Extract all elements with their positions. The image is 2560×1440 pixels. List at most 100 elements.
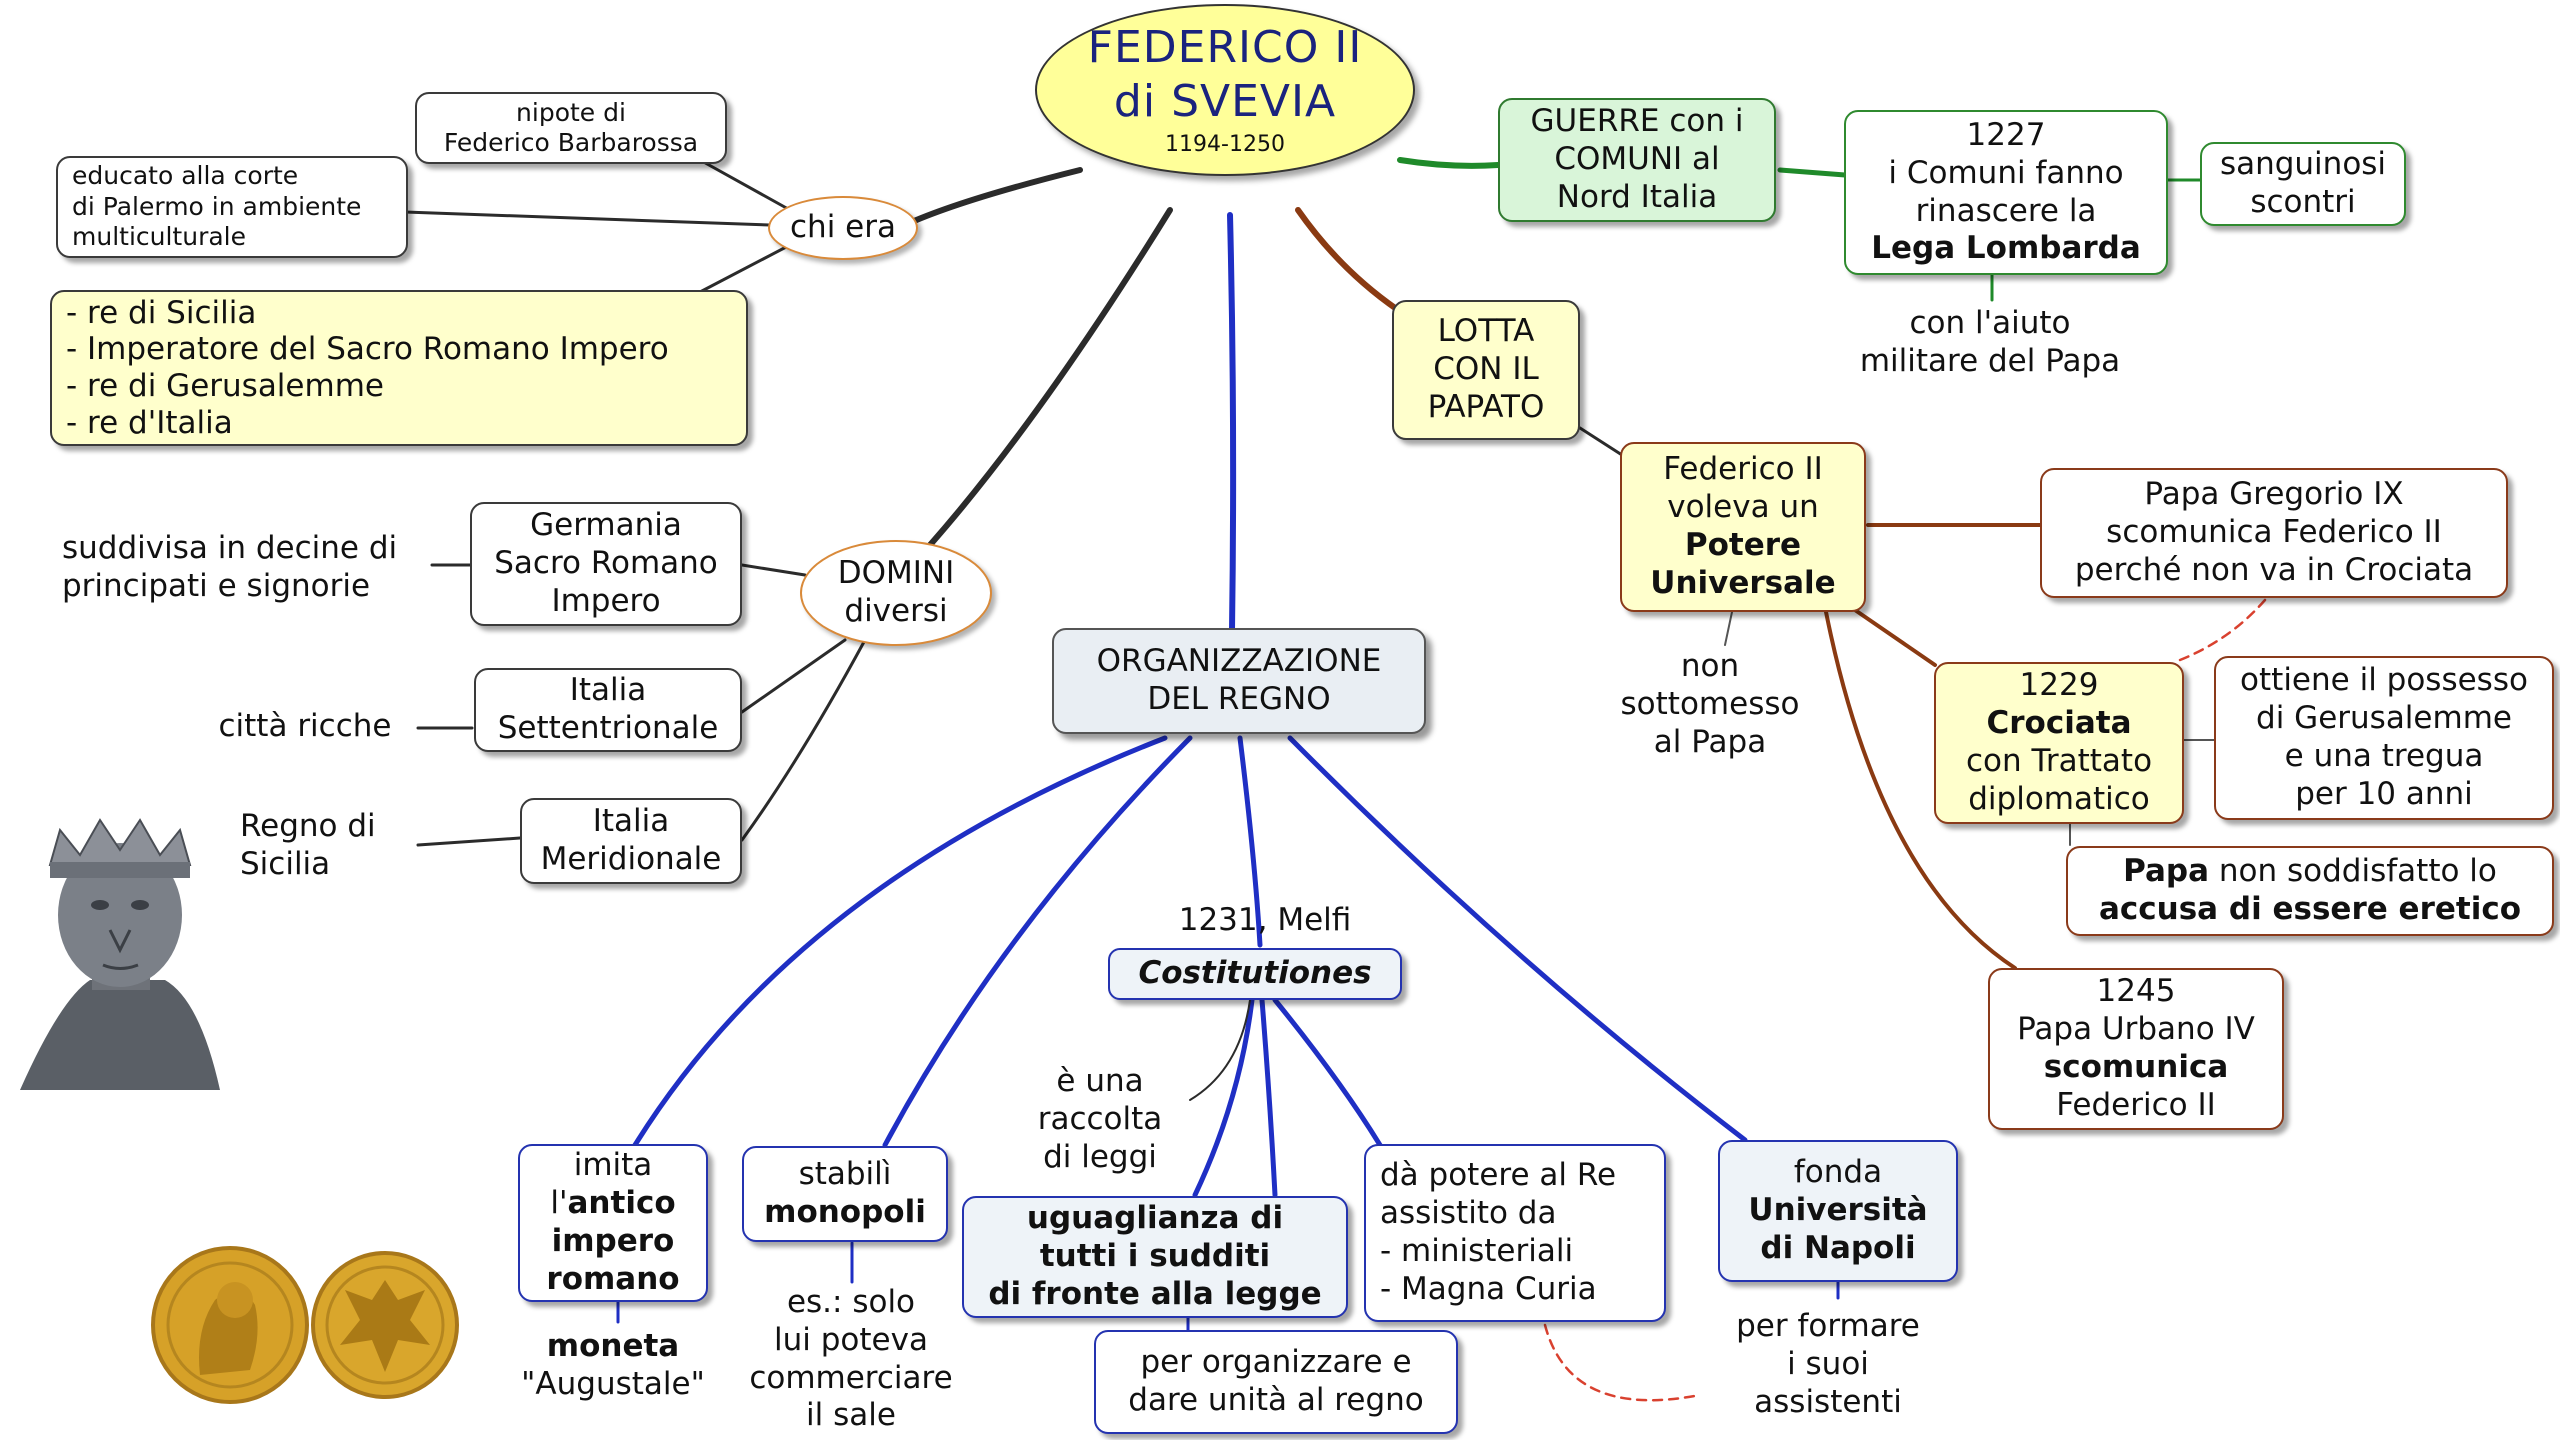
germania-node[interactable]: Germania Sacro Romano Impero	[470, 502, 742, 626]
meridionale-line-2: Meridionale	[540, 841, 722, 877]
link-root-organizzazione	[1227, 212, 1237, 633]
aiuto-line-1: con l'aiuto	[1909, 305, 2071, 341]
antico-impero-node[interactable]: imita l'antico impero romano	[518, 1144, 708, 1302]
crociata-year: 1229	[2019, 667, 2099, 704]
guerre-node[interactable]: GUERRE con i COMUNI al Nord Italia	[1498, 98, 1776, 222]
eretico-bold-1: Papa	[2123, 853, 2210, 890]
universita-bold-1: Università	[1748, 1192, 1928, 1229]
antico-bold-4: romano	[546, 1260, 680, 1297]
unita-line-2: dare unità al regno	[1128, 1382, 1424, 1418]
non-sottomesso-2: sottomesso	[1620, 685, 1800, 722]
moneta-bold: moneta	[546, 1328, 680, 1364]
settentrionale-node[interactable]: Italia Settentrionale	[474, 668, 742, 752]
link-org-antico	[632, 735, 1168, 1148]
uguaglianza-node[interactable]: uguaglianza di tutti i sudditi di fronte…	[962, 1196, 1348, 1318]
meridionale-node[interactable]: Italia Meridionale	[520, 798, 742, 884]
guerre-line-1: GUERRE con i	[1530, 103, 1744, 140]
monopoli-node[interactable]: stabilì monopoli	[742, 1146, 948, 1242]
unita-node[interactable]: per organizzare e dare unità al regno	[1094, 1330, 1458, 1434]
gregorio-node[interactable]: Papa Gregorio IX scomunica Federico II p…	[2040, 468, 2508, 598]
papato-line-1: LOTTA	[1437, 313, 1535, 350]
urbano-year: 1245	[2096, 973, 2176, 1010]
raccolta-line-3: di leggi	[1043, 1138, 1157, 1175]
potere-bold-2: Universale	[1650, 564, 1836, 601]
link-potere-re-assistenti-dashed	[1543, 1323, 1702, 1402]
papato-line-2: CON IL	[1433, 351, 1539, 388]
potere-universale-node[interactable]: Federico II voleva un Potere Universale	[1620, 442, 1866, 612]
link-org-monopoli	[882, 735, 1193, 1148]
eretico-node[interactable]: Papa non soddisfatto lo accusa di essere…	[2066, 846, 2554, 936]
urbano-node[interactable]: 1245 Papa Urbano IV scomunica Federico I…	[1988, 968, 2284, 1130]
universita-bold-2: di Napoli	[1760, 1229, 1916, 1266]
potere-re-line-4: - Magna Curia	[1380, 1270, 1597, 1307]
link-domini-meridionale	[740, 638, 867, 842]
gold-coins	[151, 1246, 459, 1404]
papato-node[interactable]: LOTTA CON IL PAPATO	[1392, 300, 1580, 440]
link-domini-germania	[740, 563, 807, 577]
urbano-line-1: Papa Urbano IV	[2017, 1011, 2255, 1048]
possesso-node[interactable]: ottiene il possesso di Gerusalemme e una…	[2214, 656, 2554, 820]
organizzazione-node[interactable]: ORGANIZZAZIONE DEL REGNO	[1052, 628, 1426, 734]
crociata-line-1: con Trattato	[1965, 743, 2153, 779]
sale-line-2: lui poteva	[774, 1321, 928, 1358]
link-meridionale-note	[416, 836, 522, 847]
possesso-line-2: di Gerusalemme	[2256, 700, 2512, 737]
germania-line-1: Germania	[530, 507, 682, 544]
link-guerre-lega	[1777, 167, 1848, 178]
uguaglianza-line-1: uguaglianza di	[1026, 1200, 1284, 1237]
lega-year: 1227	[1966, 116, 2046, 153]
domini-node[interactable]: DOMINI diversi	[800, 540, 992, 646]
crociata-bold: Crociata	[1986, 705, 2132, 742]
scontri-node[interactable]: sanguinosi scontri	[2200, 142, 2406, 226]
costitutiones-node[interactable]: Costitutiones	[1108, 948, 1402, 1000]
sale-line-1: es.: solo	[786, 1284, 916, 1320]
scontri-line-1: sanguinosi	[2219, 146, 2387, 183]
link-potere-crociata	[1853, 608, 1937, 667]
titolo-1: - re di Sicilia	[66, 294, 257, 331]
universita-node[interactable]: fonda Università di Napoli	[1718, 1140, 1958, 1282]
titolo-4: - re d'Italia	[66, 404, 233, 441]
eretico-bold-2: accusa di essere eretico	[2098, 891, 2522, 927]
educato-node[interactable]: educato alla corte di Palermo in ambient…	[56, 156, 408, 258]
germania-note-1: suddivisa in decine di	[62, 530, 398, 566]
lega-line-1: i Comuni fanno	[1888, 154, 2124, 191]
melfi-text: 1231, Melfi	[1178, 902, 1352, 938]
potere-re-node[interactable]: dà potere al Re assistito da - ministeri…	[1364, 1144, 1666, 1322]
potere-re-line-1: dà potere al Re	[1380, 1157, 1617, 1194]
titoli-node[interactable]: - re di Sicilia - Imperatore del Sacro R…	[50, 290, 748, 446]
antico-pre-2: l'	[550, 1185, 568, 1222]
non-sottomesso-3: al Papa	[1653, 723, 1767, 760]
universita-line-1: fonda	[1793, 1154, 1883, 1191]
potere-bold-1: Potere	[1684, 527, 1802, 563]
antico-line-1: imita	[573, 1147, 653, 1184]
germania-line-3: Impero	[551, 582, 661, 619]
assistenti-note: per formare i suoi assistenti	[1718, 1308, 1938, 1421]
chi-era-label: chi era	[790, 209, 896, 246]
lega-node[interactable]: 1227 i Comuni fanno rinascere la Lega Lo…	[1844, 110, 2168, 275]
potere-re-line-3: - ministeriali	[1380, 1233, 1574, 1269]
link-domini-settentrionale	[740, 638, 847, 714]
root-node[interactable]: FEDERICO II di SVEVIA 1194-1250	[1035, 4, 1415, 176]
guerre-line-3: Nord Italia	[1556, 178, 1718, 215]
crociata-node[interactable]: 1229 Crociata con Trattato diplomatico	[1934, 662, 2184, 824]
germania-note: suddivisa in decine di principati e sign…	[62, 530, 442, 606]
non-sottomesso-1: non	[1680, 648, 1740, 684]
organizzazione-line-1: ORGANIZZAZIONE	[1096, 643, 1382, 680]
nipote-node[interactable]: nipote di Federico Barbarossa	[415, 92, 727, 164]
raccolta-note: è una raccolta di leggi	[1020, 1063, 1180, 1176]
antico-line-2: l'antico	[550, 1185, 675, 1223]
titolo-2: - Imperatore del Sacro Romano Impero	[66, 331, 669, 368]
meridionale-note: Regno di Sicilia	[240, 808, 410, 884]
sale-line-4: il sale	[806, 1397, 896, 1434]
gregorio-line-3: perché non va in Crociata	[2074, 551, 2474, 588]
titolo-3: - re di Gerusalemme	[66, 368, 384, 404]
link-chi-era-educato	[403, 210, 772, 227]
sale-note: es.: solo lui poteva commerciare il sale	[726, 1284, 976, 1435]
chi-era-node[interactable]: chi era	[768, 196, 918, 260]
link-chi-era-titoli	[698, 243, 792, 294]
root-title-1: FEDERICO II	[1087, 21, 1363, 73]
root-title-2: di SVEVIA	[1113, 75, 1337, 127]
crociata-line-2: diplomatico	[1968, 780, 2150, 817]
uguaglianza-line-3: di fronte alla legge	[988, 1275, 1322, 1312]
